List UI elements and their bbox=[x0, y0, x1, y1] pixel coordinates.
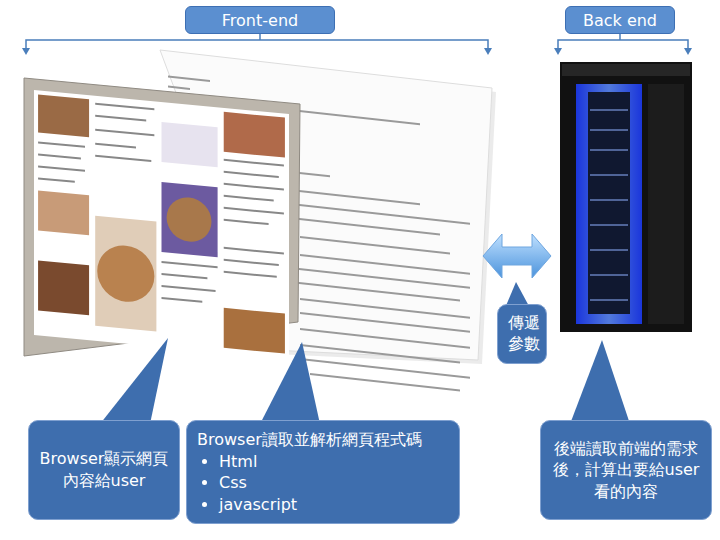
callout-pointer bbox=[100, 282, 630, 424]
callout-text: 傳遞參數 bbox=[508, 313, 540, 355]
section-label: Front-end bbox=[185, 6, 335, 34]
bracket-tip bbox=[22, 48, 692, 55]
server-rack bbox=[560, 62, 692, 332]
callout-text: Browser顯示網頁內容給user bbox=[39, 448, 169, 491]
callout-text: Front-end bbox=[196, 11, 324, 30]
bullet-item: Css bbox=[219, 472, 449, 494]
bracket bbox=[26, 34, 688, 52]
callout-box: 後端讀取前端的需求後，計算出要給user看的內容 bbox=[540, 420, 712, 520]
callout-box: Browser顯示網頁內容給user bbox=[28, 420, 180, 520]
bullet-item: javascript bbox=[219, 494, 449, 516]
browser-screen bbox=[24, 78, 300, 359]
bullet-list: HtmlCssjavascript bbox=[197, 451, 449, 516]
bullet-item: Html bbox=[219, 451, 449, 473]
callout-text: Browser讀取並解析網頁程式碼 bbox=[197, 429, 449, 451]
callout-text: 後端讀取前端的需求後，計算出要給user看的內容 bbox=[551, 438, 701, 503]
double-arrow bbox=[483, 234, 551, 278]
callout-box: Browser讀取並解析網頁程式碼HtmlCssjavascript bbox=[186, 420, 460, 524]
section-label: Back end bbox=[565, 6, 675, 34]
callout-box: 傳遞參數 bbox=[497, 304, 547, 364]
callout-text: Back end bbox=[576, 11, 664, 30]
